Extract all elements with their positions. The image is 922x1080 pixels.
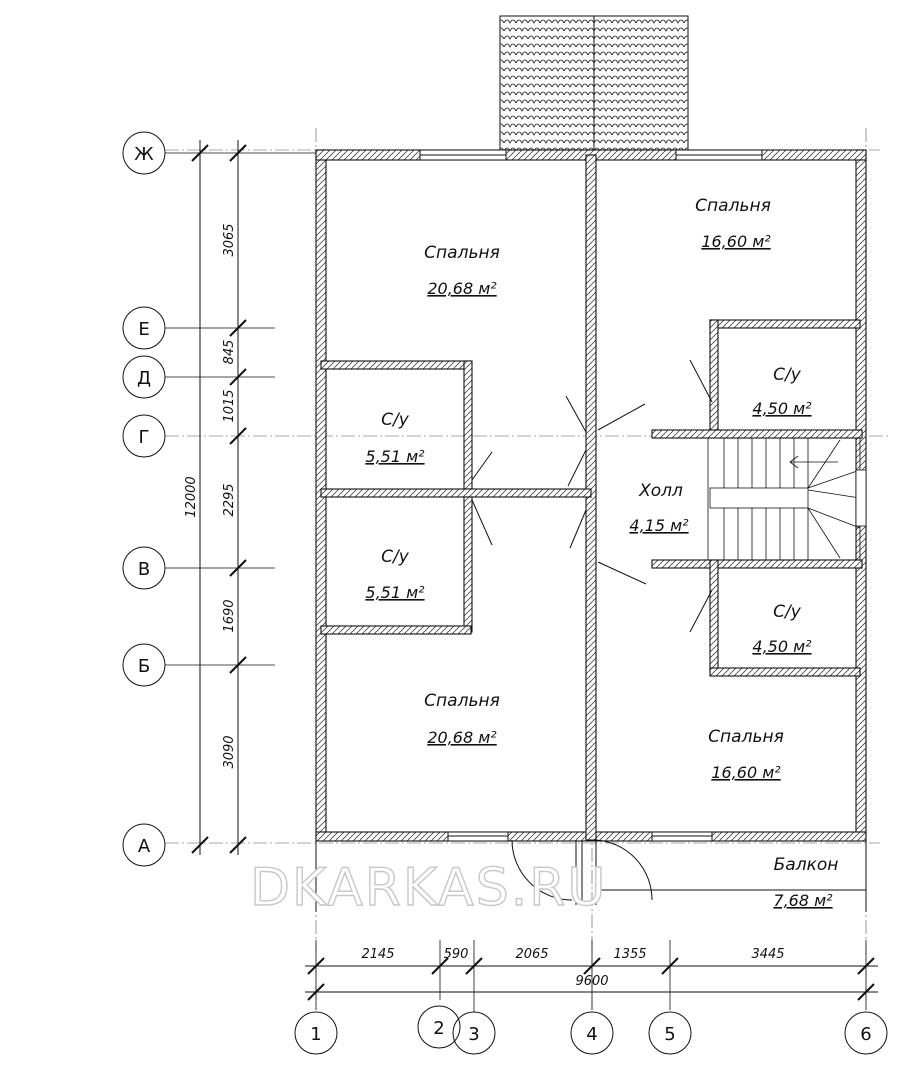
dim-label: 2295 xyxy=(222,483,237,516)
room-bathroom-right-1: С/у 4,50 м² xyxy=(752,365,812,418)
room-bathroom-left-2: С/у 5,51 м² xyxy=(365,547,425,602)
axis-label: А xyxy=(138,836,151,857)
room-bedroom-bottom-right: Спальня 16,60 м² xyxy=(708,727,784,782)
room-name: С/у xyxy=(773,365,802,385)
axis-label: Е xyxy=(138,319,149,340)
room-balcony: Балкон 7,68 м² xyxy=(773,855,838,910)
axis-label: В xyxy=(138,559,150,580)
row-axis-marker: А xyxy=(122,823,166,867)
dim-label: 845 xyxy=(222,340,237,365)
roof-tiles xyxy=(499,15,689,154)
room-name: Спальня xyxy=(695,196,771,216)
room-area: 7,68 м² xyxy=(773,891,833,910)
room-name: С/у xyxy=(773,602,802,622)
row-axis-marker: Б xyxy=(122,643,275,687)
dim-total-label: 12000 xyxy=(184,476,199,517)
room-name: Холл xyxy=(638,481,683,501)
room-bedroom-bottom-left: Спальня 20,68 м² xyxy=(424,691,500,747)
room-area: 5,51 м² xyxy=(365,583,425,602)
dim-label: 3090 xyxy=(222,735,237,768)
column-axis-marker: 1 xyxy=(294,1011,338,1055)
dim-label: 1355 xyxy=(613,947,646,962)
dim-label: 590 xyxy=(444,947,469,962)
dim-label: 2145 xyxy=(361,947,394,962)
row-axis-marker: Е xyxy=(122,306,275,350)
room-bedroom-top-left: Спальня 20,68 м² xyxy=(424,243,500,298)
dim-label: 3445 xyxy=(751,947,784,962)
axis-label: Г xyxy=(139,427,150,448)
horizontal-dimensions: 2145 590 2065 1355 3445 9600 xyxy=(305,940,878,1012)
column-axis-marker: 5 xyxy=(648,1011,692,1055)
room-bathroom-left-1: С/у 5,51 м² xyxy=(365,410,425,466)
axis-label: Д xyxy=(137,368,151,389)
doors xyxy=(471,359,713,905)
windows xyxy=(419,149,763,842)
dim-label: 1015 xyxy=(222,389,237,422)
row-axis-marker: В xyxy=(122,546,275,590)
axis-label: 1 xyxy=(310,1024,321,1045)
staircase xyxy=(707,437,867,561)
dim-total-label: 9600 xyxy=(575,974,608,989)
room-name: С/у xyxy=(381,410,410,430)
row-axis-markers: Ж Е Д Г В Б А xyxy=(122,131,316,867)
axis-label: Б xyxy=(138,656,150,677)
room-hall: Холл 4,15 м² xyxy=(629,481,689,535)
room-name: Спальня xyxy=(424,691,500,711)
axis-label: 2 xyxy=(433,1018,444,1039)
room-area: 4,50 м² xyxy=(752,637,812,656)
column-axis-marker: 6 xyxy=(844,1011,888,1055)
dim-label: 3065 xyxy=(222,223,237,256)
room-bedroom-top-right: Спальня 16,60 м² xyxy=(695,196,771,251)
dim-label: 1690 xyxy=(222,599,237,632)
room-name: С/у xyxy=(381,547,410,567)
room-name: Спальня xyxy=(424,243,500,263)
axis-label: 5 xyxy=(664,1024,675,1045)
room-name: Спальня xyxy=(708,727,784,747)
axis-label: 3 xyxy=(468,1024,479,1045)
room-area: 20,68 м² xyxy=(427,279,497,298)
balcony-outline xyxy=(315,841,867,912)
column-axis-marker: 3 xyxy=(452,1011,496,1055)
room-area: 4,50 м² xyxy=(752,399,812,418)
row-axis-marker: Ж xyxy=(122,131,316,175)
room-area: 20,68 м² xyxy=(427,728,497,747)
axis-label: 4 xyxy=(586,1024,597,1045)
room-area: 4,15 м² xyxy=(629,516,689,535)
vertical-dimensions: 3065 845 1015 2295 1690 3090 12000 xyxy=(184,140,247,855)
room-name: Балкон xyxy=(774,855,839,875)
row-axis-marker: Д xyxy=(122,355,275,399)
watermark: DKARKAS.RU xyxy=(250,858,607,918)
room-area: 16,60 м² xyxy=(701,232,771,251)
axis-label: 6 xyxy=(860,1024,871,1045)
row-axis-marker: Г xyxy=(122,414,166,458)
room-area: 5,51 м² xyxy=(365,447,425,466)
column-axis-marker: 2 xyxy=(417,1005,461,1049)
room-area: 16,60 м² xyxy=(711,763,781,782)
axis-label: Ж xyxy=(134,144,154,165)
room-bathroom-right-2: С/у 4,50 м² xyxy=(752,602,812,656)
dim-label: 2065 xyxy=(515,947,548,962)
column-axis-markers: 1 2 3 4 5 6 xyxy=(294,1005,888,1055)
column-axis-marker: 4 xyxy=(570,1011,614,1055)
